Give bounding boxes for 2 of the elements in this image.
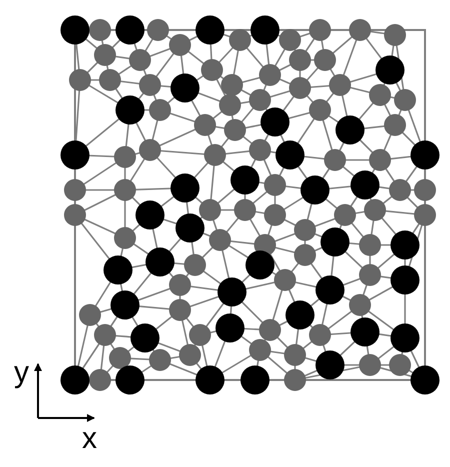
axis-label: y	[14, 358, 29, 388]
axis-label: x	[82, 424, 97, 454]
